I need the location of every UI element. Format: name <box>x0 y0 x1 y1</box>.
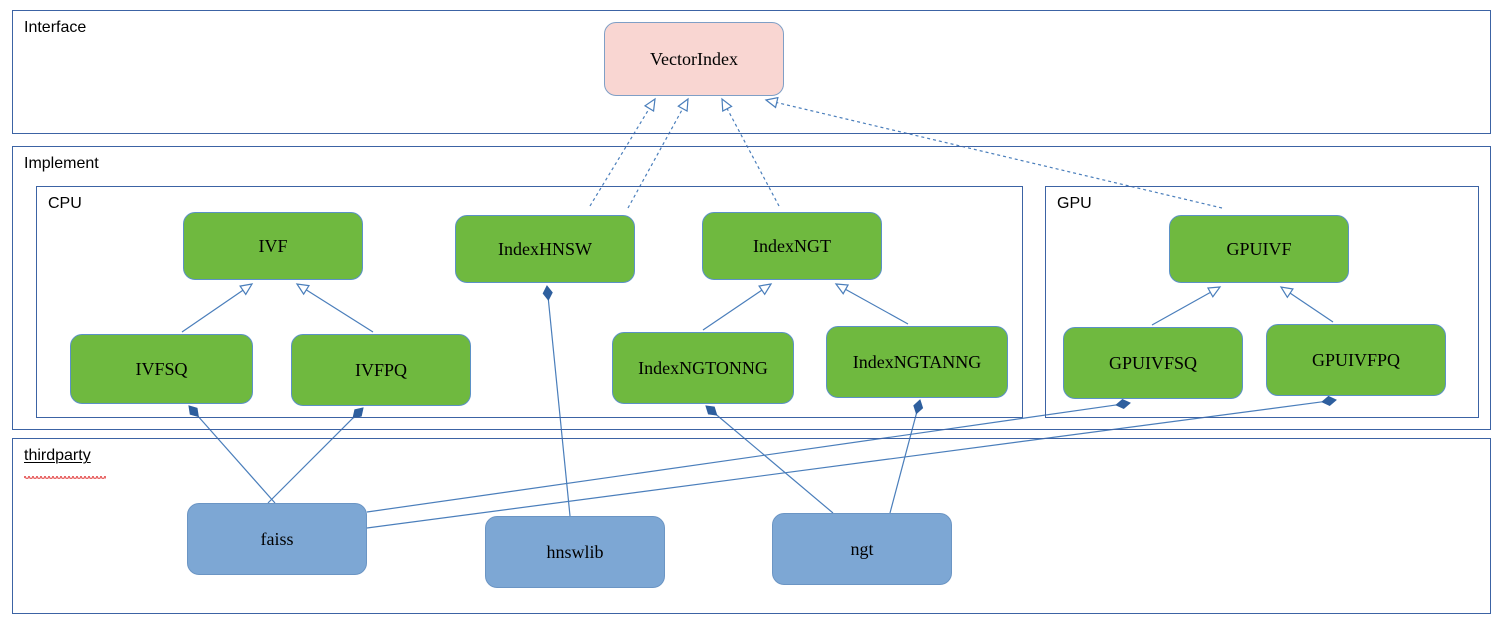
node-label-indexngtanng: IndexNGTANNG <box>852 351 982 372</box>
node-label-gpuivf: GPUIVF <box>1226 238 1292 259</box>
node-hnswlib[interactable]: hnswlib <box>485 516 665 588</box>
node-label-indexngtonng: IndexNGTONNG <box>638 357 768 378</box>
node-ivfpq[interactable]: IVFPQ <box>291 334 471 406</box>
group-label-cpu: CPU <box>48 195 82 212</box>
node-faiss[interactable]: faiss <box>187 503 367 575</box>
group-label-interface: Interface <box>24 19 87 36</box>
group-box-thirdparty <box>12 438 1491 614</box>
node-gpuivfsq[interactable]: GPUIVFSQ <box>1063 327 1243 399</box>
node-label-ivfpq: IVFPQ <box>354 359 407 380</box>
node-label-indexhnsw: IndexHNSW <box>498 238 592 259</box>
node-indexngtonng[interactable]: IndexNGTONNG <box>612 332 794 404</box>
group-label-thirdparty: thirdparty <box>24 447 91 464</box>
group-box-gpu <box>1045 186 1479 418</box>
group-label-gpu: GPU <box>1057 195 1092 212</box>
node-gpuivfpq[interactable]: GPUIVFPQ <box>1266 324 1446 396</box>
group-box-interface <box>12 10 1491 134</box>
node-gpuivf[interactable]: GPUIVF <box>1169 215 1349 283</box>
node-label-hnswlib: hnswlib <box>546 541 604 562</box>
node-ivfsq[interactable]: IVFSQ <box>70 334 253 404</box>
node-label-indexngt: IndexNGT <box>753 235 831 256</box>
node-vectorindex[interactable]: VectorIndex <box>604 22 784 96</box>
group-label-implement: Implement <box>24 155 99 172</box>
node-ngt[interactable]: ngt <box>772 513 952 585</box>
node-label-ivfsq: IVFSQ <box>135 358 188 379</box>
node-label-ivf: IVF <box>258 235 288 256</box>
node-label-faiss: faiss <box>260 528 294 549</box>
node-indexngt[interactable]: IndexNGT <box>702 212 882 280</box>
group-box-cpu <box>36 186 1023 418</box>
node-label-gpuivfsq: GPUIVFSQ <box>1108 352 1198 373</box>
group-box-implement <box>12 146 1491 430</box>
node-indexngtanng[interactable]: IndexNGTANNG <box>826 326 1008 398</box>
node-label-vectorindex: VectorIndex <box>650 48 738 69</box>
node-label-ngt: ngt <box>850 538 874 559</box>
node-label-gpuivfpq: GPUIVFPQ <box>1311 349 1401 370</box>
node-ivf[interactable]: IVF <box>183 212 363 280</box>
node-indexhnsw[interactable]: IndexHNSW <box>455 215 635 283</box>
